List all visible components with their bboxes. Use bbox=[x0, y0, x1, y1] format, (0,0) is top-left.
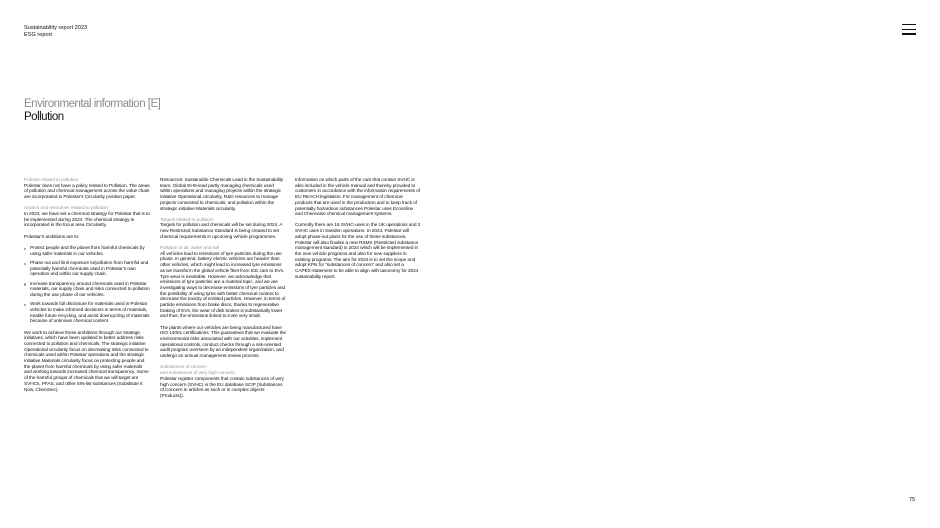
paragraph: Polestar does not have a policy related … bbox=[24, 183, 150, 201]
paragraph: All vehicles lead to emissions of tyre p… bbox=[160, 251, 286, 320]
paragraph: Information on which parts of the cars t… bbox=[295, 178, 420, 218]
list-item: Work towards full disclosure for materia… bbox=[24, 302, 150, 325]
subheading-substances-cont: and substances of very high concern bbox=[160, 371, 235, 377]
paragraph: Targets for pollution and chemicals will… bbox=[160, 223, 283, 240]
text-column-1: Policies related to pollution Polestar d… bbox=[24, 178, 150, 399]
report-header: Sustainability report 2023 ESG report bbox=[24, 25, 87, 39]
subheading-pollution: Pollution of air, water and soil bbox=[160, 246, 220, 252]
list-item: Protect people and the planet from harmf… bbox=[24, 246, 150, 257]
paragraph: Polestar register components that contai… bbox=[160, 376, 284, 399]
ambitions-list: Protect people and the planet from harmf… bbox=[24, 246, 150, 325]
report-subtitle: ESG report bbox=[24, 31, 52, 38]
section-title: Environmental information [E] bbox=[24, 98, 161, 110]
list-item: Increase transparency around chemicals u… bbox=[24, 282, 150, 299]
report-title: Sustainability report 2023 bbox=[24, 25, 88, 31]
paragraph: The plants where our vehicles are being … bbox=[160, 325, 286, 360]
list-item: Phase out and limit exposure to/pollutio… bbox=[24, 261, 150, 278]
page-number: 75 bbox=[909, 497, 916, 503]
subheading-targets: Targets related to pollution bbox=[160, 217, 214, 223]
text-column-2: Resources: Sustainable Chemicals Lead in… bbox=[160, 178, 286, 405]
subheading-substances: Substances of concern bbox=[160, 365, 207, 371]
subheading-actions: Actions and resources related to polluti… bbox=[24, 206, 108, 212]
hamburger-menu-icon[interactable] bbox=[902, 24, 916, 35]
subheading-policies: Policies related to pollution bbox=[24, 178, 79, 183]
paragraph: Resources: Sustainable Chemicals Lead in… bbox=[160, 178, 284, 212]
menu-bar bbox=[902, 24, 916, 26]
paragraph: Currently there are 16 SVHC-uses in the … bbox=[295, 223, 421, 280]
page-title: Pollution bbox=[24, 111, 64, 123]
text-column-3: Information on which parts of the cars t… bbox=[295, 178, 421, 286]
menu-bar bbox=[902, 28, 916, 30]
paragraph: Polestar’s ambitions are to: bbox=[24, 234, 80, 240]
paragraph: In 2023, we have set a chemical strategy… bbox=[24, 212, 150, 229]
paragraph: We work to achieve these ambitions throu… bbox=[24, 330, 149, 393]
page-title-block: Environmental information [E] Pollution bbox=[24, 98, 161, 124]
menu-bar bbox=[902, 33, 916, 35]
